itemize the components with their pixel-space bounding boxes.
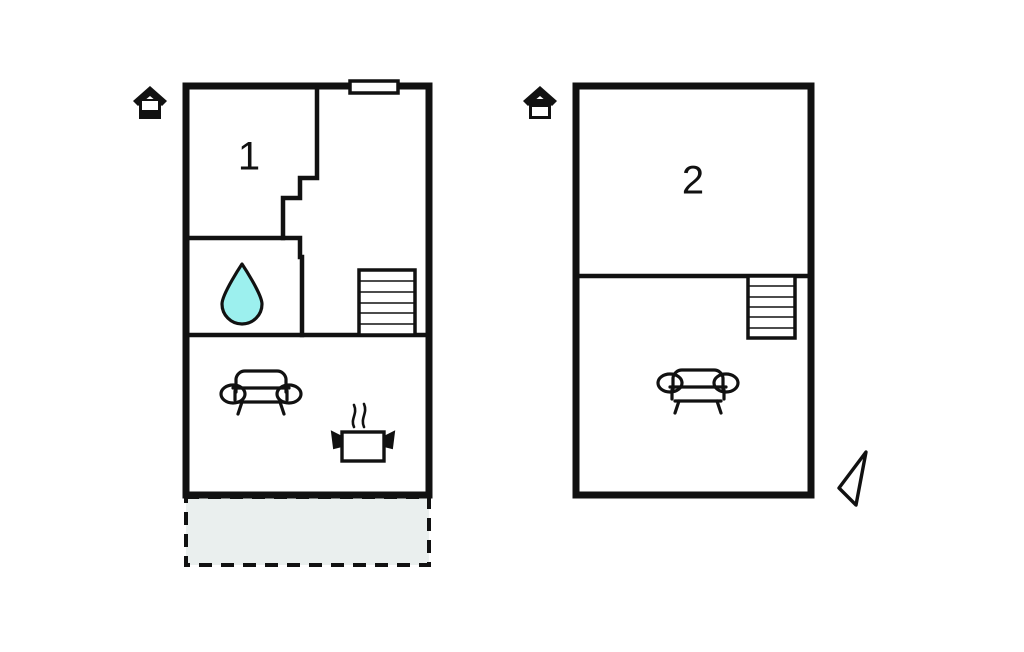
- house-icon: [133, 86, 167, 119]
- pot-steam: [351, 402, 367, 429]
- floor-2-number: 2: [682, 159, 704, 203]
- pot-handle-right: [383, 430, 396, 450]
- floor-1-number: 1: [238, 135, 260, 179]
- north-arrow-icon: [837, 450, 868, 507]
- water-drop-icon: [220, 262, 264, 326]
- stairs-icon: [746, 274, 797, 340]
- stairs-steps: [359, 280, 415, 325]
- door-opening-icon: [348, 79, 400, 95]
- water-drop-shape: [220, 262, 264, 326]
- stairs-icon: [357, 268, 417, 337]
- wall-step-path: [280, 86, 320, 338]
- pot-body: [340, 430, 386, 463]
- house-icon: [523, 86, 557, 119]
- house-window: [532, 107, 548, 116]
- sofa-icon: [656, 368, 740, 415]
- cooking-pot-icon: [330, 402, 396, 463]
- sofa-icon: [219, 369, 303, 416]
- stairs-steps: [748, 285, 795, 329]
- north-arrow-shape: [837, 450, 868, 507]
- terrace-area: [184, 495, 431, 567]
- door-opening-rect: [348, 79, 400, 95]
- terrace-outline: [184, 495, 431, 567]
- house-window: [142, 101, 158, 110]
- pot-handle-left: [330, 430, 343, 450]
- floor-2-group: 2: [523, 82, 868, 507]
- floor-1-group: 1: [133, 79, 433, 567]
